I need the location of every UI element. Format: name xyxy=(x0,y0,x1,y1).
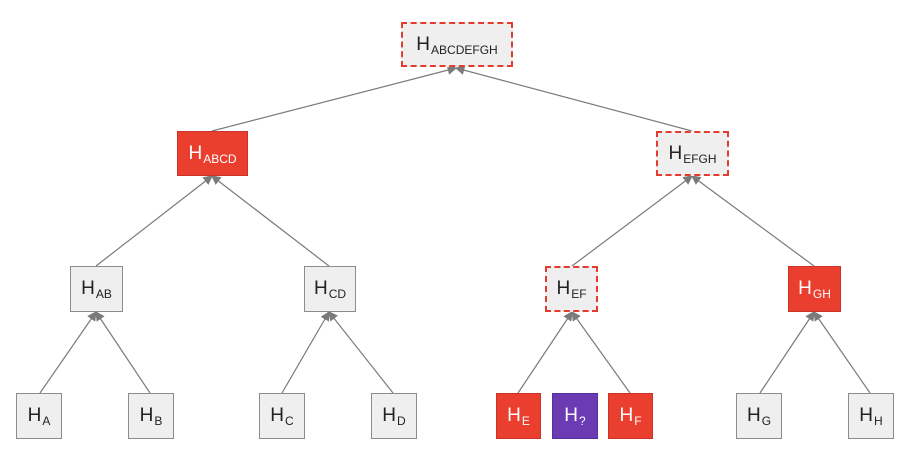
node-subscript: GH xyxy=(812,287,831,301)
node-subscript: EF xyxy=(571,287,587,301)
edge-gh-to-efgh xyxy=(691,175,815,267)
node-subscript: G xyxy=(761,414,772,428)
edge-e-to-ef xyxy=(517,311,573,394)
node-label: H xyxy=(416,33,431,55)
node-label: H xyxy=(382,405,397,426)
node-subscript: EFGH xyxy=(683,151,717,166)
edge-f-to-ef xyxy=(571,311,631,394)
node-label: H xyxy=(507,405,521,426)
edge-b-to-ab xyxy=(95,311,151,394)
node-subscript: F xyxy=(634,414,642,428)
node-label: H xyxy=(746,405,761,426)
node-label: H xyxy=(270,405,285,426)
node-label: H xyxy=(27,405,42,426)
edge-d-to-cd xyxy=(328,311,394,394)
node-label: H xyxy=(619,405,634,426)
node-subscript: D xyxy=(397,414,406,428)
node-label: H xyxy=(188,142,203,164)
node-subscript: C xyxy=(285,414,294,428)
edge-cd-to-abcd xyxy=(211,175,330,267)
node-subscript: ABCD xyxy=(203,151,237,166)
node-label: H xyxy=(139,405,154,426)
edge-ef-to-efgh xyxy=(571,175,693,267)
edge-h-to-gh xyxy=(813,311,871,394)
node-subscript: E xyxy=(521,414,530,428)
node-subscript: H xyxy=(874,414,883,428)
node-label: H xyxy=(798,278,812,299)
edge-efgh-to-root xyxy=(454,65,693,132)
node-label: H xyxy=(313,278,328,299)
leaf-unknown-hash: H? xyxy=(552,393,598,439)
edge-ab-to-abcd xyxy=(95,175,213,267)
edge-abcd-to-root xyxy=(211,65,458,132)
node-subscript: ABCDEFGH xyxy=(431,42,498,57)
node-subscript: CD xyxy=(328,287,347,301)
node-subscript: B xyxy=(154,414,163,428)
edge-g-to-gh xyxy=(759,311,815,394)
node-subscript: ? xyxy=(579,414,586,428)
edge-a-to-ab xyxy=(39,311,97,394)
node-subscript: AB xyxy=(95,287,112,301)
node-label: H xyxy=(556,278,571,299)
node-label: H xyxy=(564,405,579,426)
edge-c-to-cd xyxy=(281,310,330,394)
node-label: H xyxy=(668,142,683,164)
node-label: H xyxy=(859,405,874,426)
node-subscript: A xyxy=(42,414,51,428)
node-label: H xyxy=(81,278,95,299)
